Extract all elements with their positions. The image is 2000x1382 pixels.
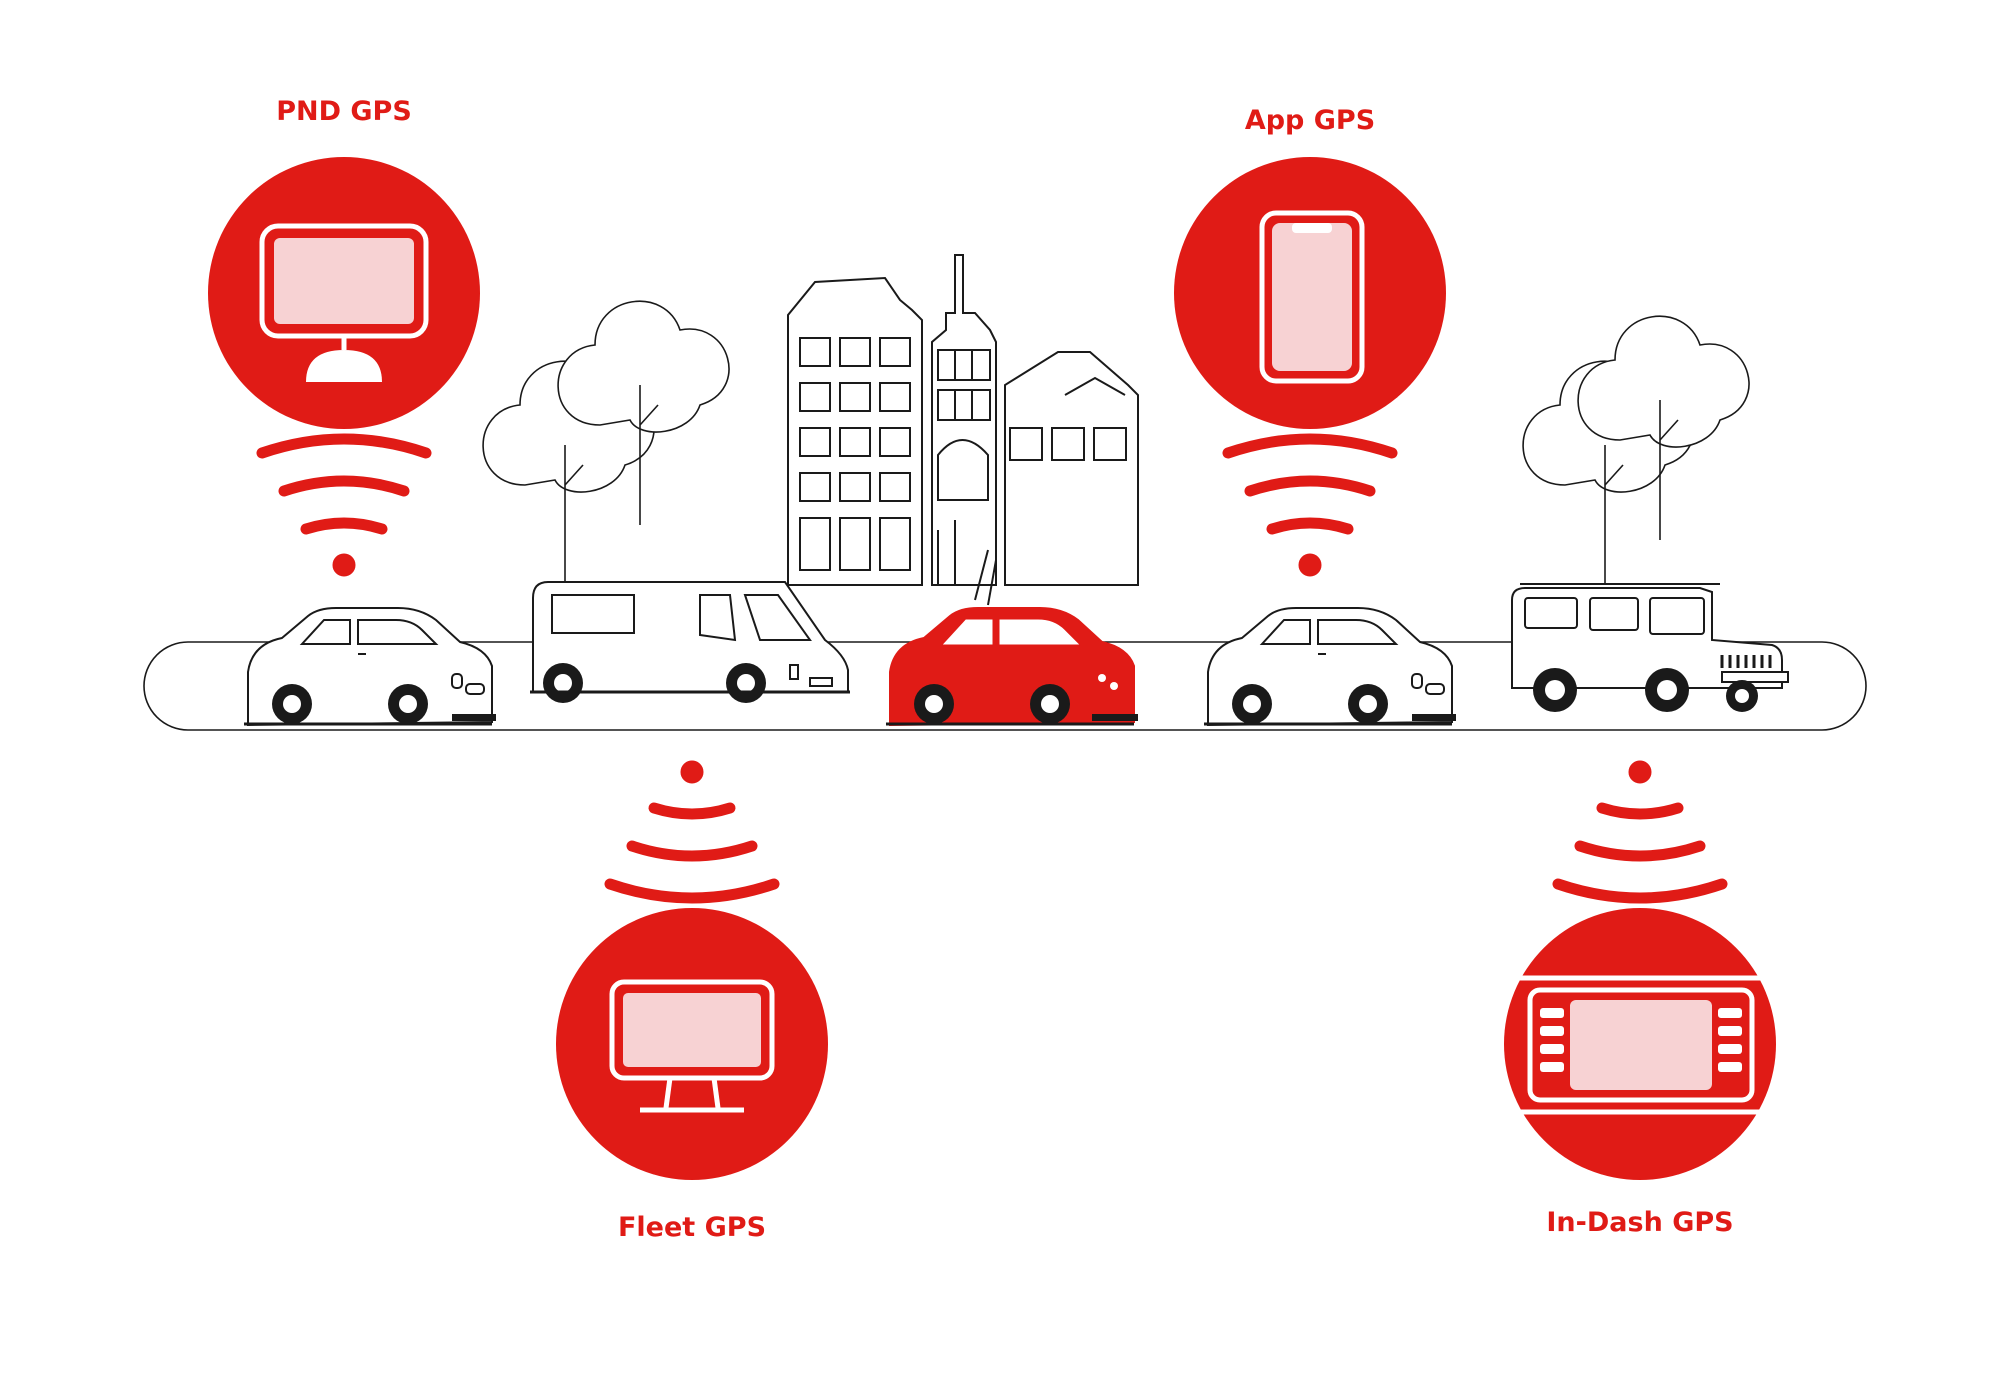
signal-waves-icon [1558, 761, 1722, 898]
app-gps-device [1174, 157, 1446, 429]
signal-waves-icon [262, 439, 426, 576]
pnd-gps-device [208, 157, 480, 429]
smartphone-icon [1259, 210, 1365, 384]
red-car [884, 606, 1140, 727]
signal-waves-icon [610, 761, 774, 898]
indash-gps-device [1504, 908, 1776, 1180]
van-icon [530, 581, 850, 703]
monitor-icon [609, 979, 775, 1113]
tree-icon [1577, 315, 1750, 541]
jeep-icon [1511, 583, 1789, 712]
pnd-gps-label: PND GPS [276, 96, 412, 127]
car-icon [1202, 606, 1458, 727]
indash-gps-label: In-Dash GPS [1546, 1207, 1734, 1238]
fleet-gps-label: Fleet GPS [617, 1212, 767, 1243]
pnd-device-icon [259, 223, 429, 382]
app-gps-label: App GPS [1244, 105, 1376, 136]
car-radio-icon [1512, 975, 1768, 1115]
city-buildings-icon [787, 254, 1139, 606]
vehicles [242, 581, 1789, 727]
fleet-gps-device [556, 908, 828, 1180]
signal-waves-icon [1228, 439, 1392, 576]
car-icon [242, 606, 498, 727]
